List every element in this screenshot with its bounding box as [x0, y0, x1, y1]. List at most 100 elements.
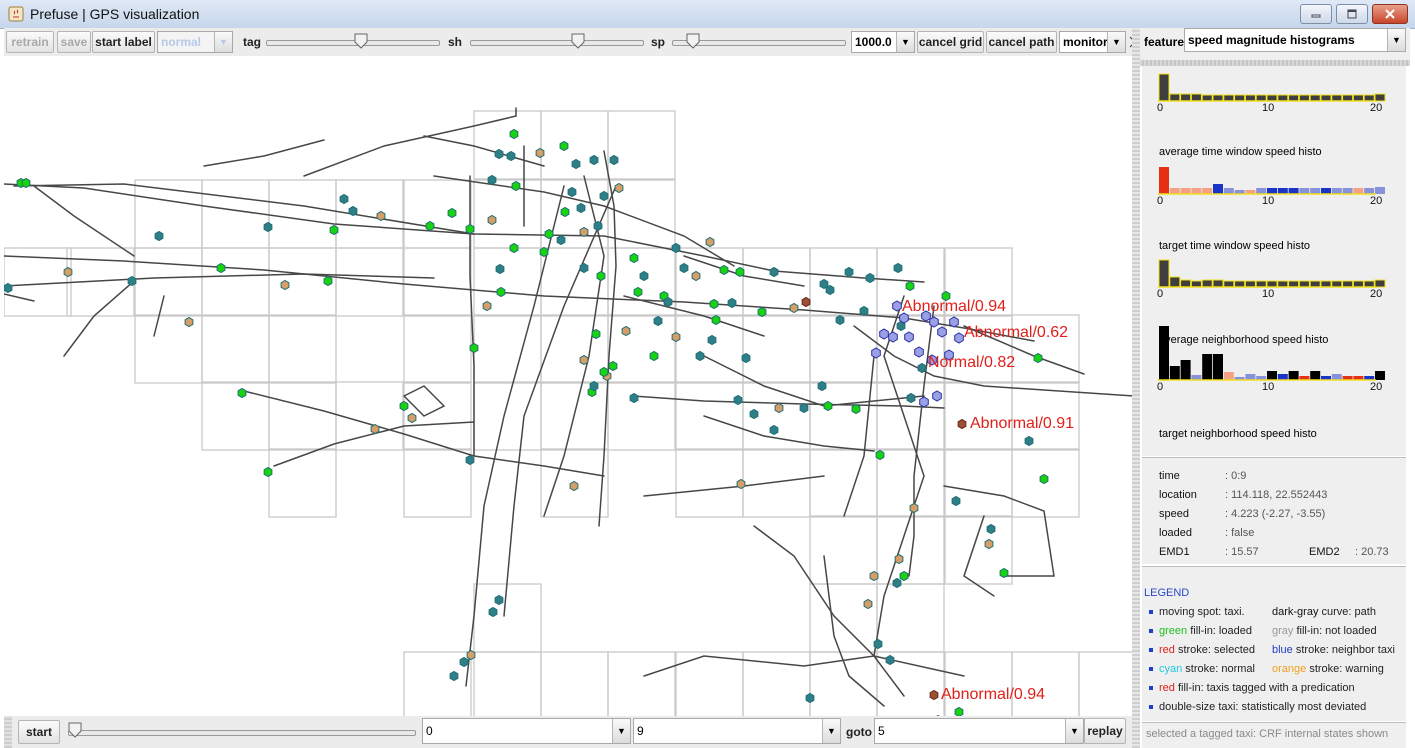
- taxi-marker[interactable]: [663, 296, 673, 308]
- taxi-marker[interactable]: [184, 316, 194, 328]
- toolbar-grip[interactable]: [4, 716, 12, 748]
- taxi-marker[interactable]: [905, 280, 915, 292]
- taxi-marker[interactable]: [899, 312, 909, 324]
- time-slider[interactable]: [68, 730, 416, 736]
- taxi-marker[interactable]: [649, 350, 659, 362]
- start-label-button[interactable]: start label: [92, 31, 155, 53]
- sh-slider[interactable]: [470, 40, 644, 46]
- taxi-marker[interactable]: [875, 449, 885, 461]
- taxi-marker[interactable]: [509, 128, 519, 140]
- cancel-path-button[interactable]: cancel path: [986, 31, 1057, 53]
- taxi-marker[interactable]: [466, 649, 476, 661]
- taxi-marker[interactable]: [579, 354, 589, 366]
- split-pane-divider[interactable]: [1132, 28, 1140, 748]
- taxi-marker[interactable]: [495, 263, 505, 275]
- start-time-combo[interactable]: 0 ▼: [422, 718, 631, 744]
- taxi-marker[interactable]: [949, 316, 959, 328]
- taxi-marker[interactable]: [599, 190, 609, 202]
- sp-slider-thumb[interactable]: [686, 33, 700, 49]
- taxi-marker[interactable]: [941, 290, 951, 302]
- taxi-marker[interactable]: [719, 264, 729, 276]
- taxi-marker[interactable]: [817, 380, 827, 392]
- taxi-marker[interactable]: [511, 180, 521, 192]
- taxi-marker[interactable]: [348, 205, 358, 217]
- taxi-marker[interactable]: [4, 282, 13, 294]
- taxi-marker[interactable]: [799, 402, 809, 414]
- taxi-marker[interactable]: [339, 193, 349, 205]
- taxi-marker[interactable]: [859, 305, 869, 317]
- goto-combo[interactable]: 5 ▼: [874, 718, 1084, 744]
- minimize-button[interactable]: [1300, 4, 1332, 24]
- taxi-marker[interactable]: [986, 523, 996, 535]
- taxi-marker[interactable]: [376, 210, 386, 222]
- taxi-marker[interactable]: [599, 366, 609, 378]
- taxi-marker[interactable]: [769, 424, 779, 436]
- taxi-marker[interactable]: [863, 598, 873, 610]
- taxi-marker[interactable]: [909, 502, 919, 514]
- taxi-marker[interactable]: [984, 538, 994, 550]
- sh-slider-thumb[interactable]: [571, 33, 585, 49]
- taxi-marker[interactable]: [487, 214, 497, 226]
- taxi-marker[interactable]: [695, 350, 705, 362]
- taxi-marker[interactable]: [487, 174, 497, 186]
- taxi-marker[interactable]: [789, 302, 799, 314]
- taxi-marker[interactable]: [921, 310, 931, 322]
- taxi-marker[interactable]: [323, 275, 333, 287]
- taxi-marker[interactable]: [929, 689, 939, 701]
- tag-slider[interactable]: [266, 40, 440, 46]
- taxi-marker[interactable]: [801, 296, 811, 308]
- taxi-marker[interactable]: [927, 354, 937, 366]
- taxi-marker[interactable]: [560, 206, 570, 218]
- taxi-marker[interactable]: [937, 326, 947, 338]
- taxi-marker[interactable]: [896, 320, 906, 332]
- threshold-combo[interactable]: 1000.0 ▼: [851, 31, 915, 53]
- taxi-marker[interactable]: [488, 606, 498, 618]
- taxi-marker[interactable]: [465, 454, 475, 466]
- taxi-marker[interactable]: [329, 224, 339, 236]
- taxi-marker[interactable]: [629, 252, 639, 264]
- taxi-marker[interactable]: [571, 158, 581, 170]
- taxi-marker[interactable]: [370, 423, 380, 435]
- replay-button[interactable]: replay: [1084, 718, 1126, 744]
- taxi-marker[interactable]: [999, 567, 1009, 579]
- taxi-marker[interactable]: [407, 412, 417, 424]
- taxi-marker[interactable]: [539, 246, 549, 258]
- map-canvas[interactable]: Abnormal/0.94 Abnormal/0.62 Normal/0.82 …: [4, 56, 1132, 716]
- taxi-marker[interactable]: [957, 418, 967, 430]
- taxi-marker[interactable]: [506, 150, 516, 162]
- taxi-marker[interactable]: [614, 182, 624, 194]
- retrain-button[interactable]: retrain: [6, 31, 54, 53]
- horizontal-divider[interactable]: [1140, 60, 1410, 66]
- taxi-marker[interactable]: [447, 207, 457, 219]
- taxi-marker[interactable]: [216, 262, 226, 274]
- taxi-marker[interactable]: [425, 220, 435, 232]
- taxi-marker[interactable]: [823, 400, 833, 412]
- taxi-marker[interactable]: [727, 297, 737, 309]
- taxi-marker[interactable]: [154, 230, 164, 242]
- taxi-marker[interactable]: [576, 202, 586, 214]
- taxi-marker[interactable]: [733, 394, 743, 406]
- taxi-marker[interactable]: [914, 346, 924, 358]
- taxi-marker[interactable]: [805, 692, 815, 704]
- taxi-marker[interactable]: [892, 577, 902, 589]
- taxi-marker[interactable]: [494, 594, 504, 606]
- taxi-marker[interactable]: [919, 396, 929, 408]
- taxi-marker[interactable]: [741, 352, 751, 364]
- taxi-marker[interactable]: [705, 236, 715, 248]
- taxi-marker[interactable]: [465, 223, 475, 235]
- taxi-marker[interactable]: [954, 332, 964, 344]
- taxi-marker[interactable]: [1039, 473, 1049, 485]
- taxi-marker[interactable]: [774, 402, 784, 414]
- taxi-marker[interactable]: [917, 362, 927, 374]
- taxi-marker[interactable]: [263, 221, 273, 233]
- feature-combo[interactable]: speed magnitude histograms ▼: [1184, 28, 1406, 52]
- taxi-marker[interactable]: [894, 553, 904, 565]
- gps-map[interactable]: Abnormal/0.94 Abnormal/0.62 Normal/0.82 …: [4, 56, 1132, 716]
- taxi-marker[interactable]: [691, 270, 701, 282]
- taxi-marker[interactable]: [63, 266, 73, 278]
- taxi-marker[interactable]: [544, 228, 554, 240]
- taxi-marker[interactable]: [934, 714, 942, 717]
- taxi-marker[interactable]: [589, 154, 599, 166]
- taxi-marker[interactable]: [579, 262, 589, 274]
- taxi-marker[interactable]: [873, 638, 883, 650]
